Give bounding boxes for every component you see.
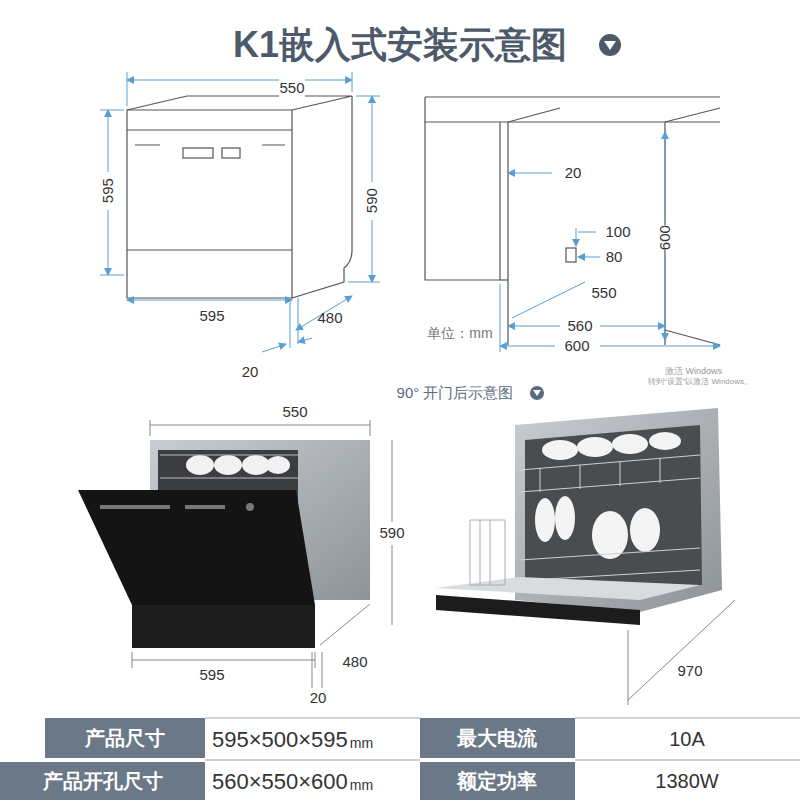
- table-cell: 595×500×595: [212, 727, 348, 752]
- dimension-label: 100: [605, 223, 630, 240]
- dimension-label: 480: [342, 653, 367, 670]
- dimension-label: 600: [564, 337, 589, 354]
- dimension-label: 595: [199, 307, 224, 324]
- dimension-label: 595: [199, 666, 224, 683]
- dimension-label: 590: [363, 188, 380, 213]
- table-cell: 1380W: [655, 770, 718, 793]
- dimension-label: 560: [567, 317, 592, 334]
- table-cell: 产品尺寸: [85, 727, 165, 750]
- table-cell: mm: [350, 735, 373, 751]
- section-heading: 90° 开门后示意图: [397, 384, 514, 401]
- dimension-label: 20: [242, 363, 259, 380]
- dimension-label: 590: [379, 524, 404, 541]
- table-cell: 最大电流: [457, 727, 537, 750]
- table-cell: 560×550×600: [212, 769, 348, 794]
- page-title: K1嵌入式安装示意图: [233, 24, 567, 65]
- table-cell: 额定功率: [457, 770, 537, 793]
- watermark: 激活 Windows: [665, 366, 722, 376]
- dimension-label: 970: [677, 662, 702, 679]
- watermark: 转到“设置”以激活 Windows。: [648, 377, 752, 386]
- dimension-label: 20: [565, 164, 582, 181]
- dimension-label: 550: [591, 284, 616, 301]
- dimension-label: 80: [606, 248, 623, 265]
- dimension-label: 600: [656, 225, 673, 250]
- table-cell: mm: [350, 777, 373, 793]
- dimension-label: 20: [310, 689, 327, 706]
- unit-note: 单位：mm: [427, 325, 492, 341]
- dimension-label: 595: [99, 178, 116, 203]
- table-cell: 产品开孔尺寸: [43, 770, 163, 793]
- table-cell: 10A: [669, 728, 705, 751]
- dimension-label: 550: [279, 79, 304, 96]
- dimension-label: 480: [317, 309, 342, 326]
- dimension-label: 550: [282, 403, 307, 420]
